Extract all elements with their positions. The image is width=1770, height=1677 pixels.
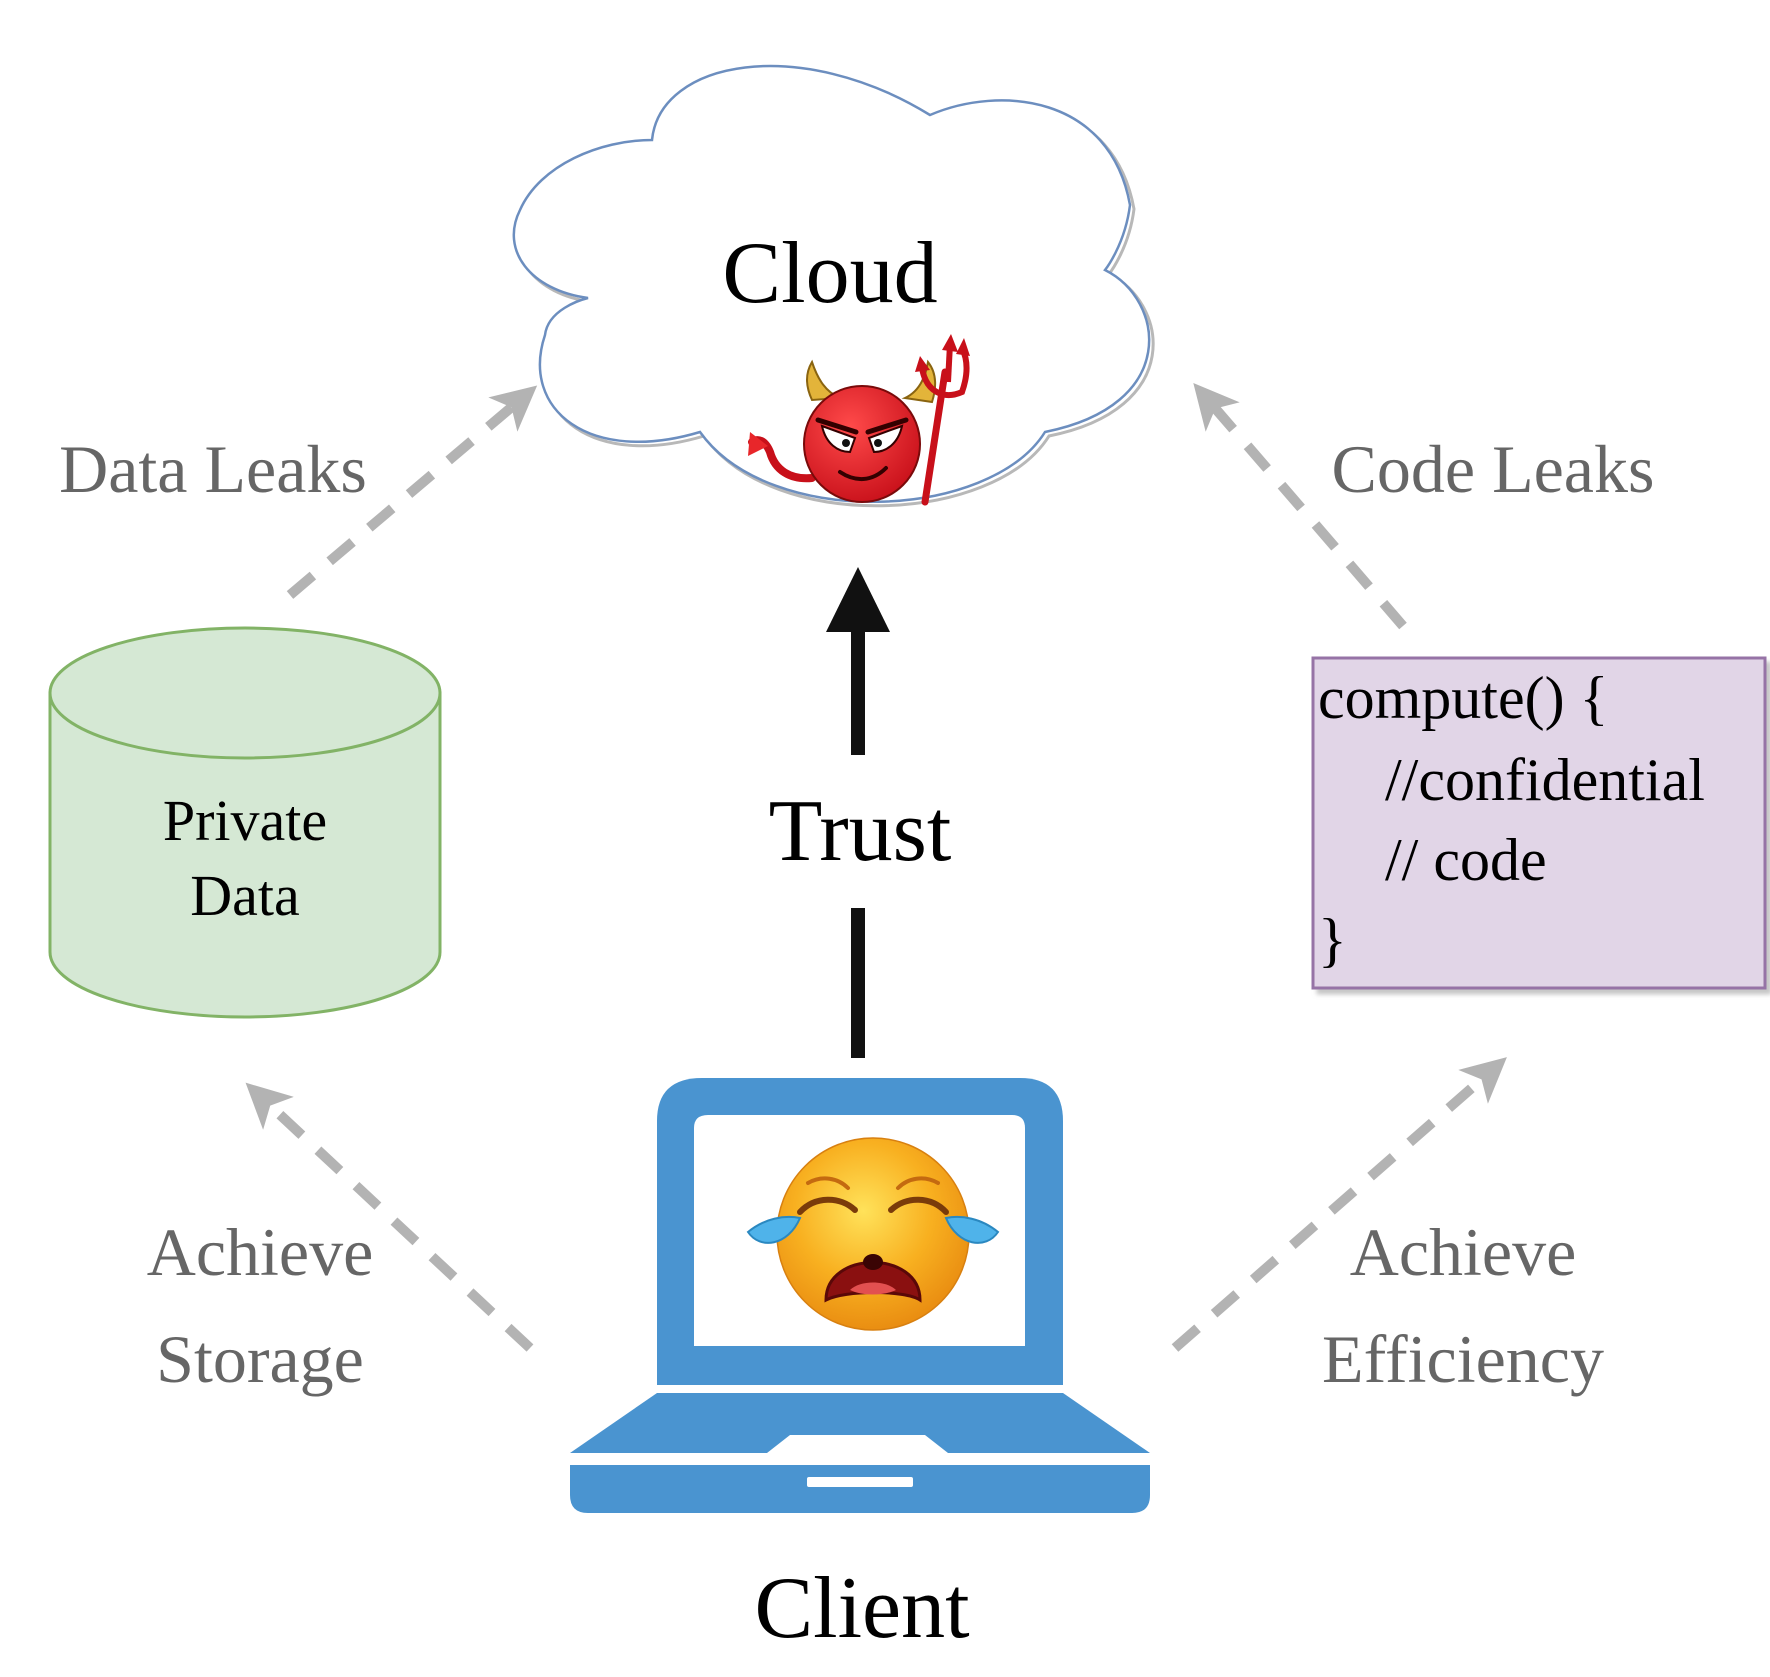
cloud-label: Cloud bbox=[722, 225, 937, 322]
trident-icon bbox=[915, 334, 970, 506]
private-data-database: Private Data bbox=[48, 626, 442, 1019]
private-data-label-line2: Data bbox=[190, 863, 300, 928]
private-data-label-line1: Private bbox=[163, 788, 327, 853]
crying-face-icon bbox=[746, 1137, 1000, 1331]
code-line-3: // code bbox=[1385, 827, 1547, 893]
devil-face-icon bbox=[748, 359, 937, 503]
data-leaks-label: Data Leaks bbox=[59, 431, 367, 507]
trust-edge: Trust bbox=[769, 567, 952, 1058]
code-box-rect bbox=[1311, 656, 1767, 990]
achieve-efficiency-arrow bbox=[1171, 1057, 1507, 1352]
database-body bbox=[48, 691, 442, 1019]
laptop-base bbox=[570, 1465, 1150, 1513]
client-label: Client bbox=[754, 1560, 969, 1657]
laptop-keyboard-deck bbox=[570, 1393, 1150, 1453]
code-box: compute() { //confidential // code } bbox=[1311, 656, 1767, 990]
cloud-node: Cloud bbox=[512, 64, 1155, 508]
achieve-storage-label-line1: Achieve bbox=[147, 1214, 374, 1290]
code-line-1: compute() { bbox=[1318, 665, 1608, 731]
achieve-storage-label-line2: Storage bbox=[156, 1321, 364, 1397]
laptop-touchpad-notch bbox=[767, 1435, 948, 1453]
code-line-4: } bbox=[1318, 907, 1347, 973]
achieve-efficiency-label-line1: Achieve bbox=[1350, 1214, 1577, 1290]
trust-label: Trust bbox=[769, 783, 952, 880]
achieve-storage-arrow bbox=[245, 1082, 534, 1352]
database-top bbox=[48, 626, 442, 760]
code-leaks-label: Code Leaks bbox=[1332, 431, 1655, 507]
trust-arrowhead bbox=[826, 567, 890, 632]
laptop-base-slot bbox=[807, 1477, 913, 1487]
cloud-shape bbox=[512, 64, 1151, 503]
achieve-efficiency-label-line2: Efficiency bbox=[1322, 1321, 1604, 1397]
code-line-2: //confidential bbox=[1385, 747, 1705, 813]
